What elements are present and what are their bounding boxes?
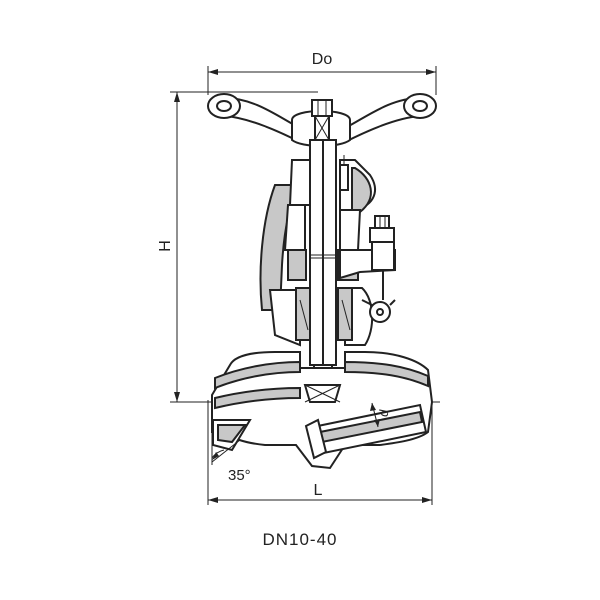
diagram-caption: DN10-40	[262, 530, 338, 549]
label-do: Do	[312, 51, 333, 68]
dimension-d: d	[370, 402, 392, 428]
gland-bolt	[361, 215, 396, 323]
label-h: H	[157, 240, 174, 252]
valve-body	[211, 351, 434, 470]
label-l: L	[314, 482, 323, 499]
dimension-l: L	[207, 400, 433, 505]
dimension-angle: 35°	[211, 432, 251, 484]
dimension-do: Do	[207, 51, 437, 95]
stem	[309, 139, 349, 382]
label-angle: 35°	[228, 467, 251, 484]
label-d: d	[376, 408, 392, 418]
yoke	[259, 159, 396, 347]
handwheel	[207, 93, 437, 147]
